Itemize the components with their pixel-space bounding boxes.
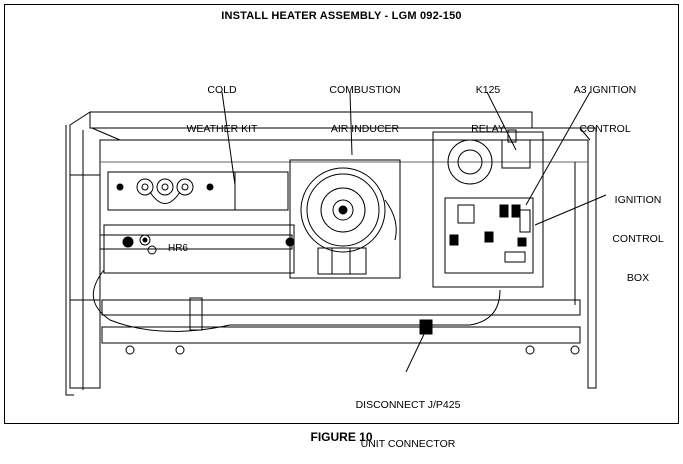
label-hr6: HR6 — [167, 243, 188, 254]
heater-assembly-drawing — [65, 91, 607, 396]
ignition-control-box — [432, 129, 544, 288]
label-cold-weather-kit: COLD WEATHER KIT — [186, 84, 258, 135]
label-k125-relay: K125 RELAY — [471, 84, 505, 135]
diagram-frame — [4, 4, 679, 424]
cabinet-outline — [65, 111, 597, 396]
leader-lines — [221, 91, 607, 373]
support-rails — [92, 269, 581, 355]
diagram-title: INSTALL HEATER ASSEMBLY - LGM 092-150 — [221, 10, 462, 22]
label-a3-ignition-control: A3 IGNITION CONTROL — [573, 84, 637, 135]
figure-caption: FIGURE 10 — [310, 430, 373, 444]
hr6-heater-element — [99, 224, 295, 274]
combustion-air-inducer — [289, 159, 401, 279]
label-combustion-air-inducer: COMBUSTION AIR INDUCER — [329, 84, 401, 135]
label-ignition-control-box: IGNITION CONTROL BOX — [612, 194, 664, 284]
cold-weather-kit — [107, 171, 289, 211]
label-disconnect-connector: DISCONNECT J/P425 UNIT CONNECTOR — [355, 399, 461, 450]
